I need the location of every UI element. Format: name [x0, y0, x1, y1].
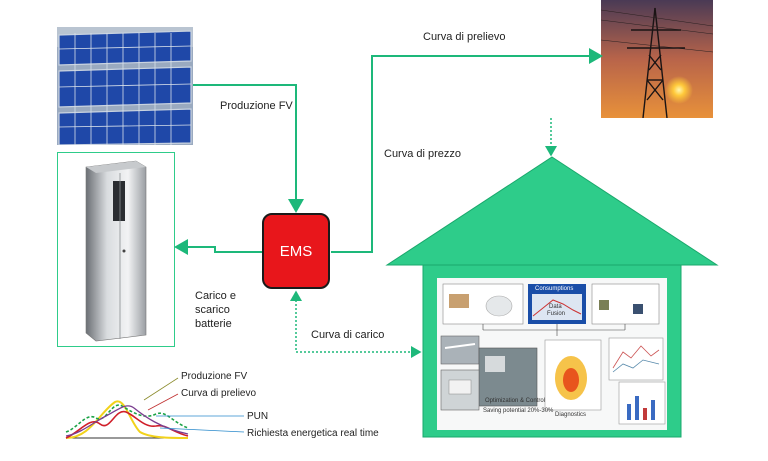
solar-panel-image — [57, 27, 193, 145]
label-produzione-fv: Produzione FV — [220, 100, 293, 112]
curve-pun — [65, 404, 189, 433]
ems-label: EMS — [279, 242, 313, 260]
power-grid-image — [601, 0, 713, 118]
label-curva-prelievo: Curva di prelievo — [423, 31, 506, 43]
panel-optimization-label: Optimization & Control — [485, 398, 546, 404]
legend-pun: PUN — [247, 411, 269, 422]
house-dashboard: Consumptions Data Fusion Optimization & … — [437, 278, 667, 430]
pv-to-ems-line — [193, 84, 304, 213]
panel-data-label-1: Data — [549, 304, 562, 310]
panel-data-label-2: Fusion — [547, 311, 566, 317]
ems-to-house-line — [290, 290, 422, 358]
label-carico-l2: scarico — [195, 304, 230, 316]
curves-chart — [65, 377, 245, 439]
battery-storage-image — [57, 152, 175, 347]
curve-richiesta — [65, 405, 189, 437]
ems-to-grid-line — [331, 48, 603, 253]
label-curva-prezzo: Curva di prezzo — [384, 148, 462, 160]
panel-diagnostics-label: Diagnostics — [555, 412, 587, 418]
label-carico-l3: batterie — [195, 318, 232, 330]
legend-curva-prelievo: Curva di prelievo — [181, 388, 257, 399]
label-curva-carico: Curva di carico — [311, 329, 385, 341]
panel-saving-label: Saving potential 20%-30% — [483, 408, 554, 414]
legend-richiesta: Richiesta energetica real time — [247, 428, 379, 439]
legend-produzione-fv: Produzione FV — [181, 371, 248, 382]
ems-box: EMS — [262, 213, 330, 289]
curve-prelievo — [65, 410, 189, 439]
ems-battery-line — [174, 239, 262, 255]
panel-consumptions-label: Consumptions — [535, 286, 574, 292]
label-carico-l1: Carico e — [195, 290, 236, 302]
